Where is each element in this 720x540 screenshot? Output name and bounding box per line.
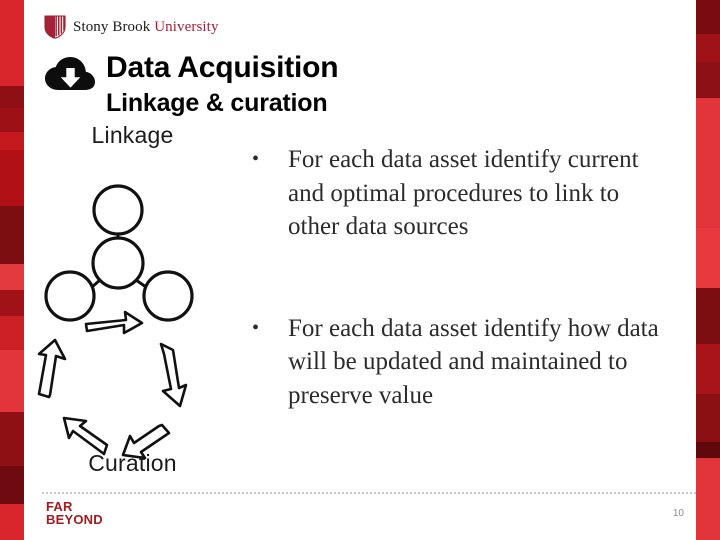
far-beyond-tagline: FAR BEYOND bbox=[46, 499, 103, 527]
curation-caption: Curation bbox=[88, 450, 177, 476]
cloud-download-icon bbox=[45, 57, 95, 90]
left-band-stripe bbox=[0, 350, 24, 412]
bullet-list: • For each data asset identify current a… bbox=[252, 143, 672, 412]
curation-arrow-bottom-left bbox=[62, 416, 109, 456]
bullet-marker: • bbox=[252, 316, 260, 339]
university-wordmark: Stony Brook University bbox=[73, 19, 219, 36]
left-band-stripe bbox=[0, 86, 24, 108]
left-band-stripe bbox=[0, 316, 24, 350]
right-band-stripe bbox=[696, 62, 720, 98]
slide-subtitle: Linkage & curation bbox=[106, 89, 328, 117]
bullet-text: For each data asset identify how data wi… bbox=[288, 314, 659, 409]
bullet-text: For each data asset identify current and… bbox=[288, 146, 639, 240]
right-band-stripe bbox=[696, 98, 720, 228]
right-band-stripe bbox=[696, 394, 720, 442]
curation-arrow-left bbox=[37, 338, 67, 399]
concept-illustration: Linkage bbox=[30, 120, 235, 490]
linkage-node-diagram bbox=[44, 184, 194, 322]
right-decorative-band bbox=[696, 0, 720, 540]
stony-brook-university-logo: Stony Brook University bbox=[44, 14, 219, 40]
right-band-stripe bbox=[696, 228, 720, 288]
curation-cycle-diagram bbox=[37, 310, 188, 460]
wordmark-primary: Stony Brook bbox=[73, 18, 155, 35]
curation-arrow-top bbox=[84, 310, 144, 335]
linkage-node-top bbox=[92, 184, 144, 236]
tagline-line-1: FAR bbox=[46, 499, 73, 514]
linkage-node-left bbox=[44, 270, 96, 322]
left-band-stripe bbox=[0, 206, 24, 264]
wordmark-accent: University bbox=[154, 18, 219, 35]
left-band-stripe bbox=[0, 504, 24, 540]
bullet-marker: • bbox=[252, 148, 260, 170]
linkage-node-right bbox=[142, 270, 194, 322]
right-band-stripe bbox=[696, 34, 720, 62]
left-band-stripe bbox=[0, 412, 24, 466]
right-band-stripe bbox=[696, 442, 720, 458]
right-band-stripe bbox=[696, 0, 720, 34]
page-number: 10 bbox=[672, 508, 684, 519]
left-band-stripe bbox=[0, 466, 24, 504]
left-band-stripe bbox=[0, 150, 24, 206]
right-band-stripe bbox=[696, 288, 720, 344]
tagline-line-2: BEYOND bbox=[46, 511, 103, 527]
curation-arrow-right bbox=[159, 342, 188, 408]
right-band-stripe bbox=[696, 344, 720, 394]
left-band-stripe bbox=[0, 0, 24, 86]
linkage-node-center bbox=[91, 236, 145, 290]
left-band-stripe bbox=[0, 132, 24, 150]
slide-title: Data Acquisition bbox=[106, 51, 339, 84]
left-decorative-band bbox=[0, 0, 24, 540]
slide-title-row: Data Acquisition bbox=[44, 51, 339, 94]
linkage-caption: Linkage bbox=[91, 122, 174, 148]
right-band-stripe bbox=[696, 458, 720, 540]
list-item: • For each data asset identify how data … bbox=[252, 312, 672, 413]
curation-arrow-bottom-right bbox=[121, 423, 171, 460]
left-band-stripe bbox=[0, 264, 24, 290]
left-band-stripe bbox=[0, 108, 24, 132]
list-item: • For each data asset identify current a… bbox=[252, 143, 672, 244]
left-band-stripe bbox=[0, 290, 24, 316]
shield-icon bbox=[44, 15, 66, 39]
footer-divider bbox=[42, 492, 697, 494]
